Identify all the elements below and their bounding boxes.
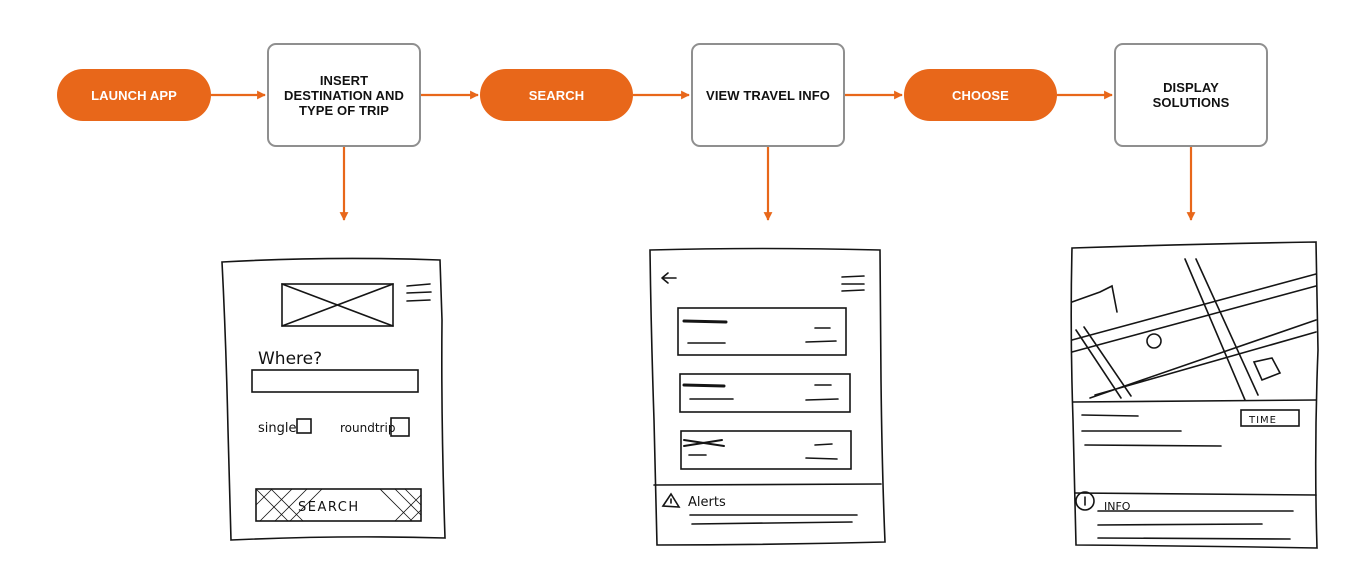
sketch-frame xyxy=(221,257,446,541)
destination-input xyxy=(251,369,419,393)
logo-placeholder-icon xyxy=(281,283,394,327)
info-text-lines xyxy=(1097,510,1294,540)
alerts-divider xyxy=(653,483,882,486)
hamburger-menu-icon xyxy=(406,283,432,302)
search-button-sketch: SEARCH xyxy=(255,488,422,522)
question-label: Where? xyxy=(258,349,322,369)
sketch-frame xyxy=(649,247,886,546)
single-checkbox xyxy=(296,418,312,434)
time-box xyxy=(1240,409,1300,427)
map-divider xyxy=(1072,399,1317,403)
alerts-text-lines xyxy=(689,514,858,525)
search-button-label: SEARCH xyxy=(298,500,360,515)
alerts-label: Alerts xyxy=(688,495,726,510)
warning-icon xyxy=(661,492,681,508)
step-view-travel-info: VIEW TRAVEL INFO xyxy=(691,43,845,147)
info-divider xyxy=(1074,492,1317,496)
route-text-lines xyxy=(1081,414,1222,447)
step-label: CHOOSE xyxy=(952,87,1009,103)
step-label: DISPLAY SOLUTIONS xyxy=(1152,80,1230,110)
sketch-frame xyxy=(1070,241,1319,549)
info-icon xyxy=(1075,491,1095,511)
back-arrow-icon xyxy=(661,272,677,284)
step-choose: CHOOSE xyxy=(904,69,1057,121)
trip-card xyxy=(680,430,852,470)
location-marker-icon xyxy=(1146,333,1162,349)
roundtrip-checkbox xyxy=(390,417,410,437)
parking-sign-icon xyxy=(1252,357,1282,382)
time-label: TIME xyxy=(1248,415,1277,426)
step-label: LAUNCH APP xyxy=(91,87,177,103)
step-label: VIEW TRAVEL INFO xyxy=(706,87,830,103)
step-label: INSERT DESTINATION AND TYPE OF TRIP xyxy=(284,72,404,118)
trip-card xyxy=(679,373,851,413)
step-search: SEARCH xyxy=(480,69,633,121)
step-launch-app: LAUNCH APP xyxy=(57,69,211,121)
map-area xyxy=(1071,258,1317,401)
step-label: SEARCH xyxy=(528,87,585,103)
step-display-solutions: DISPLAY SOLUTIONS xyxy=(1114,43,1268,147)
trip-card xyxy=(677,307,847,356)
step-insert-destination: INSERT DESTINATION AND TYPE OF TRIP xyxy=(267,43,421,147)
roundtrip-label: roundtrip xyxy=(340,421,395,435)
hamburger-menu-icon xyxy=(841,275,865,292)
info-label: INFO xyxy=(1104,500,1131,513)
single-label: single xyxy=(258,421,297,436)
